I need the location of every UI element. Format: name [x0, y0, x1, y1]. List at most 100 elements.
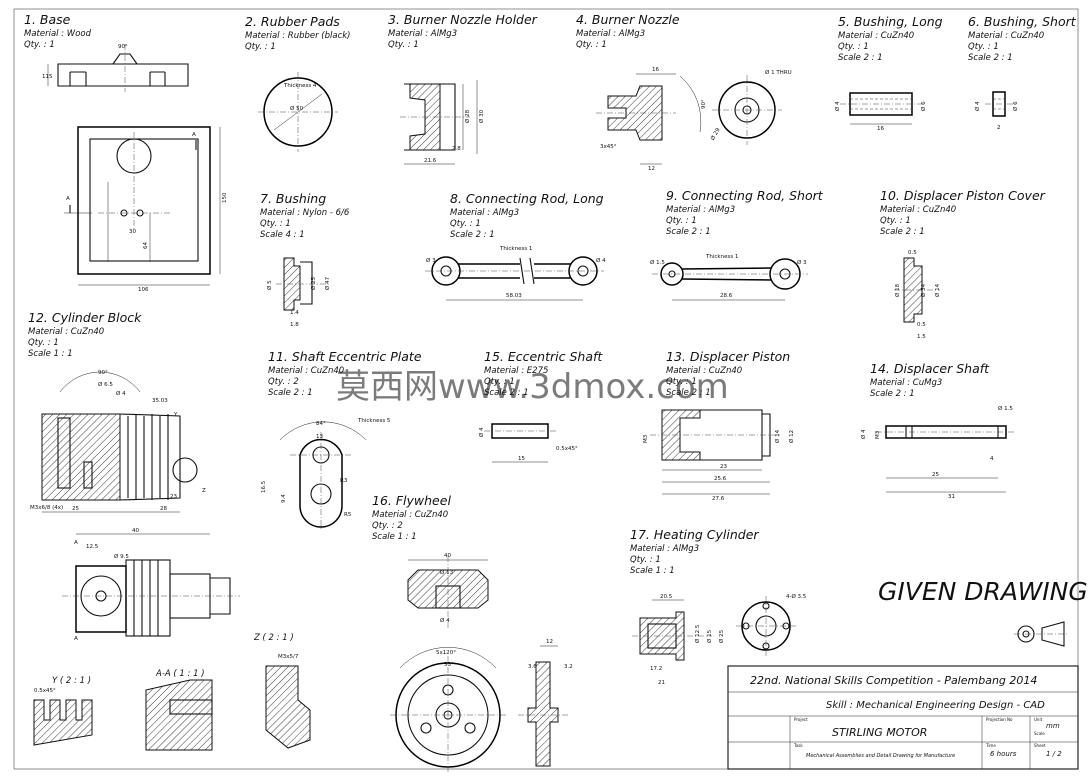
svg-text:Ø 4: Ø 4	[834, 101, 841, 111]
svg-text:A: A	[74, 540, 78, 546]
svg-text:Ø 4: Ø 4	[440, 617, 450, 624]
part-spec-line: Qty. : 1	[666, 377, 697, 387]
part-spec-line: Material : AlMg3	[576, 29, 645, 39]
svg-text:1.4: 1.4	[290, 310, 299, 316]
part-8-connecting-rod-long-drawing: 58.03 Thickness 1 Ø 3 Ø 4	[425, 246, 606, 301]
svg-text:Ø 28: Ø 28	[464, 109, 471, 123]
svg-text:0.5x45°: 0.5x45°	[556, 446, 578, 452]
svg-text:84°: 84°	[316, 421, 326, 427]
svg-text:Ø 29: Ø 29	[709, 126, 722, 141]
svg-text:3x45°: 3x45°	[600, 144, 617, 150]
svg-text:Time: Time	[985, 743, 996, 748]
svg-text:90°: 90°	[701, 99, 707, 109]
svg-text:31: 31	[948, 494, 955, 500]
svg-text:A: A	[66, 196, 70, 202]
part-spec-line: Material : CuZn40	[666, 366, 742, 376]
svg-text:16: 16	[877, 126, 884, 132]
svg-text:Thickness 1: Thickness 1	[499, 246, 532, 252]
svg-text:A: A	[192, 132, 196, 138]
svg-text:Ø 14: Ø 14	[774, 429, 781, 443]
svg-text:Y: Y	[173, 412, 178, 418]
svg-text:Ø 25: Ø 25	[310, 276, 317, 290]
task-description: Mechanical Assemblies and Detail Drawing…	[806, 753, 955, 759]
part-5-bushing-long-drawing: 16 Ø 4 Ø 6	[834, 92, 927, 132]
svg-text:28: 28	[160, 506, 167, 512]
part-1-base-drawing: 115 90° 64 30 106 150 A A	[42, 44, 228, 293]
part-title: 16. Flywheel	[372, 493, 451, 508]
part-9-connecting-rod-short-drawing: 28.6 Thickness 1 Ø 1.5 Ø 3	[650, 254, 808, 301]
svg-text:Ø 1 THRU: Ø 1 THRU	[765, 69, 792, 76]
svg-text:21.6: 21.6	[424, 158, 437, 164]
given-drawing-label: GIVEN DRAWING	[878, 577, 1088, 606]
svg-text:20.5: 20.5	[660, 594, 673, 600]
part-4-burner-nozzle-drawing: 16 12 3x45° 90° Ø 1 THRU Ø 29	[596, 67, 792, 172]
svg-text:M3x6/8 (4x): M3x6/8 (4x)	[30, 505, 63, 511]
part-spec-line: Qty. : 1	[838, 42, 869, 52]
svg-text:9.4: 9.4	[281, 494, 287, 503]
svg-text:40: 40	[444, 553, 451, 559]
svg-text:R3: R3	[340, 478, 348, 484]
svg-text:Scale: Scale	[1034, 731, 1045, 736]
svg-text:Ø 6.5: Ø 6.5	[98, 381, 113, 388]
part-spec-line: Scale 2 : 1	[880, 227, 925, 237]
svg-text:2: 2	[997, 125, 1001, 131]
svg-text:16: 16	[652, 67, 659, 73]
svg-text:53°: 53°	[444, 662, 454, 668]
part-spec-line: Scale 2 : 1	[666, 388, 711, 398]
part-spec-line: Material : Rubber (black)	[245, 31, 351, 41]
part-spec-line: Qty. : 1	[450, 219, 481, 229]
svg-text:106: 106	[138, 287, 149, 293]
svg-text:Thickness 5: Thickness 5	[357, 418, 391, 424]
svg-text:Ø 5: Ø 5	[266, 280, 273, 290]
part-spec-line: Qty. : 1	[245, 42, 276, 52]
svg-text:Ø 4: Ø 4	[478, 427, 485, 437]
svg-text:4: 4	[990, 456, 994, 462]
part-title: 10. Displacer Piston Cover	[880, 188, 1046, 203]
part-14-displacer-shaft-drawing: 25 31 Ø 1.5 4 Ø 4 M3	[860, 405, 1016, 500]
part-spec-line: Qty. : 1	[630, 555, 661, 565]
part-spec-line: Material : CuZn40	[28, 327, 104, 337]
svg-text:3.6: 3.6	[528, 664, 537, 670]
svg-text:Ø 1.5: Ø 1.5	[998, 405, 1013, 412]
svg-text:16.5: 16.5	[261, 480, 267, 493]
part-spec-line: Material : E275	[484, 366, 548, 376]
svg-text:Ø 47: Ø 47	[324, 276, 331, 290]
part-spec-line: Qty. : 1	[28, 338, 59, 348]
svg-text:1.5: 1.5	[917, 334, 926, 340]
part-15-eccentric-shaft-drawing: 15 0.5x45° Ø 4	[478, 423, 578, 463]
part-17-heating-cylinder-drawing: 20.5 Ø 12.5 Ø 15 Ø 25 17.2 21 4-Ø 3.5	[632, 593, 807, 686]
part-title: 2. Rubber Pads	[245, 14, 340, 29]
svg-text:25: 25	[932, 472, 939, 478]
svg-text:Ø 15: Ø 15	[706, 629, 713, 643]
svg-text:21: 21	[658, 680, 665, 686]
svg-text:25.6: 25.6	[714, 476, 727, 482]
svg-text:Ø 3: Ø 3	[426, 257, 436, 264]
part-spec-line: Scale 1 : 1	[630, 566, 675, 576]
svg-text:27.6: 27.6	[712, 496, 725, 502]
part-title: 15. Eccentric Shaft	[484, 349, 603, 364]
svg-text:64: 64	[143, 242, 149, 249]
part-title: 4. Burner Nozzle	[576, 12, 680, 27]
svg-text:Ø 1.5: Ø 1.5	[650, 259, 665, 266]
part-spec-line: Material : CuZn40	[372, 510, 448, 520]
part-12-cylinder-block-drawing: 90° Ø 6.5 Ø 4 25 28 23 35.03 Y Z M3x6/8 …	[30, 370, 240, 642]
svg-text:3.2: 3.2	[564, 664, 573, 670]
part-spec-line: Qty. : 1	[260, 219, 291, 229]
svg-text:90°: 90°	[98, 370, 108, 376]
part-7-bushing-drawing: Ø 5 Ø 25 Ø 47 1.4 1.8	[266, 257, 331, 328]
part-spec-line: Scale 2 : 1	[666, 227, 711, 237]
svg-text:115: 115	[42, 74, 53, 80]
svg-text:Ø 30: Ø 30	[478, 109, 485, 123]
part-spec-line: Qty. : 1	[388, 40, 419, 50]
part-spec-line: Qty. : 1	[880, 216, 911, 226]
